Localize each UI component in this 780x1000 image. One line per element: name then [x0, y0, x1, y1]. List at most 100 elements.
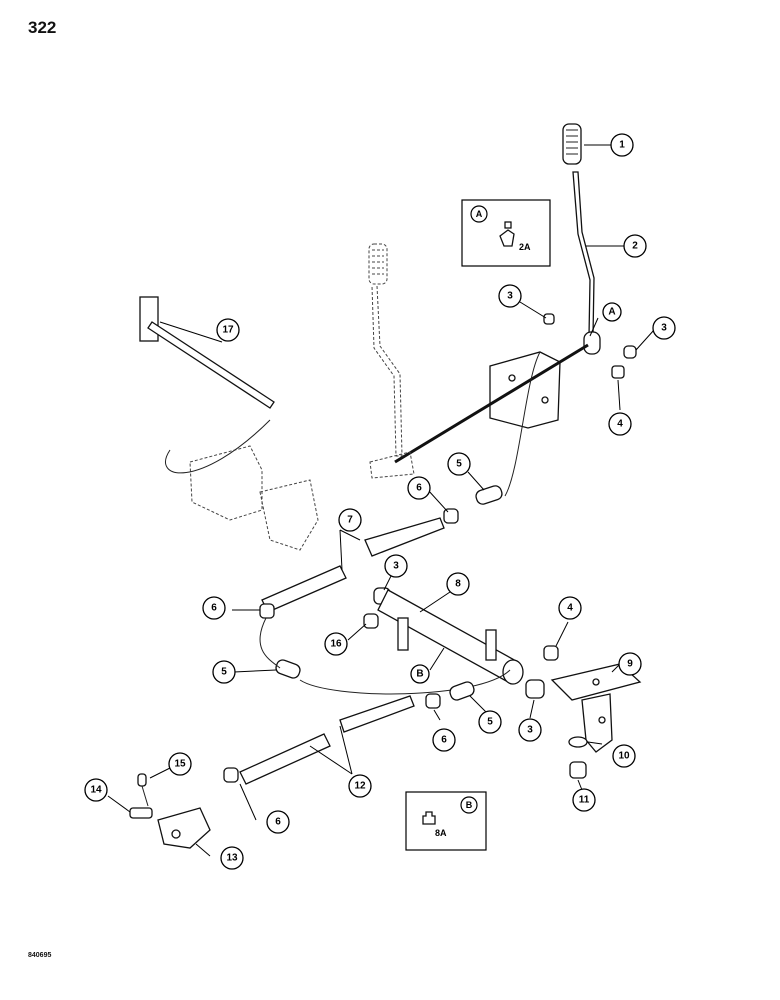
document-code: 840695	[28, 952, 52, 959]
callout-1: 1	[610, 133, 634, 157]
callout-number: 3	[507, 291, 513, 302]
callout-17: 17	[216, 318, 240, 342]
ref-letter-a: A	[602, 302, 622, 322]
callout-6: 6	[407, 476, 431, 500]
nut-16	[363, 613, 379, 629]
callout-number: 16	[330, 639, 342, 650]
callout-5: 5	[212, 660, 236, 684]
nut-6d	[223, 767, 239, 783]
callout-number: 6	[275, 817, 281, 828]
callout-number: 7	[347, 515, 353, 526]
callout-7: 7	[338, 508, 362, 532]
callout-number: 6	[211, 603, 217, 614]
bushing-3b	[623, 345, 637, 359]
callout-15: 15	[168, 752, 192, 776]
lever-bracket	[489, 351, 561, 429]
adjusting-rod-7b	[261, 565, 347, 613]
svg-text:A: A	[608, 307, 615, 318]
callout-number: 3	[661, 323, 667, 334]
inset-b-letter: B	[466, 800, 473, 810]
rod-end-5c	[449, 681, 475, 701]
callout-number: 6	[416, 483, 422, 494]
callout-12: 12	[348, 774, 372, 798]
nut-6c	[425, 693, 441, 709]
callout-number: 14	[90, 785, 102, 796]
inset-b: B 8A	[405, 791, 487, 851]
callout-3: 3	[384, 554, 408, 578]
callout-number: 5	[221, 667, 227, 678]
callout-11: 11	[572, 788, 596, 812]
mount-bracket-right	[259, 479, 319, 551]
cross-shaft	[377, 589, 524, 685]
mount-bracket-left	[189, 445, 263, 521]
bushing-3a	[543, 313, 555, 325]
adjusting-rod-12a	[339, 695, 415, 733]
callout-14: 14	[84, 778, 108, 802]
nut-11	[569, 761, 587, 779]
callout-13: 13	[220, 846, 244, 870]
nut-6b	[259, 603, 275, 619]
callout-8: 8	[446, 572, 470, 596]
support-bracket	[550, 663, 642, 753]
callout-6: 6	[202, 596, 226, 620]
callout-5: 5	[447, 452, 471, 476]
nut-6a	[443, 508, 459, 524]
page-number: 322	[28, 18, 57, 37]
callout-number: 17	[222, 325, 234, 336]
callout-number: 9	[627, 659, 633, 670]
linkage-rod	[394, 343, 589, 464]
callout-6: 6	[432, 728, 456, 752]
rod-end-5b	[275, 659, 301, 679]
callout-number: 3	[527, 725, 533, 736]
grease-fitting-a-icon	[499, 229, 515, 247]
leader-lines	[107, 144, 655, 857]
callout-number: 12	[354, 781, 366, 792]
callout-4: 4	[608, 412, 632, 436]
callout-16: 16	[324, 632, 348, 656]
callout-3: 3	[498, 284, 522, 308]
inset-a-part-label: 2A	[519, 242, 531, 252]
callout-number: 5	[487, 717, 493, 728]
nut-4b	[543, 645, 559, 661]
callout-number: 4	[617, 419, 623, 430]
svg-text:B: B	[416, 669, 423, 680]
callout-number: 15	[174, 759, 186, 770]
handle-grip	[562, 123, 582, 165]
callout-2: 2	[623, 234, 647, 258]
callout-number: 6	[441, 735, 447, 746]
callout-number: 3	[393, 561, 399, 572]
ref-letter-b: B	[410, 664, 430, 684]
adjusting-rod-7a	[364, 517, 445, 557]
callout-number: 11	[579, 795, 590, 806]
callout-number: 13	[226, 853, 238, 864]
adjusting-rod-12b	[239, 733, 331, 785]
grease-fitting-b-icon	[422, 811, 436, 825]
clevis-assembly	[129, 773, 211, 849]
callout-4: 4	[558, 596, 582, 620]
callout-number: 2	[632, 241, 638, 252]
callout-number: 8	[455, 579, 461, 590]
callout-number: 10	[618, 751, 630, 762]
rod-end-5a	[475, 485, 503, 505]
callout-3: 3	[518, 718, 542, 742]
lever-pivot	[583, 331, 601, 355]
callout-5: 5	[478, 710, 502, 734]
inset-b-part-label: 8A	[435, 828, 447, 838]
callout-number: 1	[619, 140, 625, 151]
nut-4a	[611, 365, 625, 379]
callout-9: 9	[618, 652, 642, 676]
callout-number: 5	[456, 459, 462, 470]
inset-a-letter: A	[476, 209, 483, 219]
washer-10	[568, 736, 588, 748]
callout-6: 6	[266, 810, 290, 834]
callout-3: 3	[652, 316, 676, 340]
callout-10: 10	[612, 744, 636, 768]
rod-17	[139, 296, 275, 409]
inset-a: A 2A	[461, 199, 551, 267]
control-lever	[572, 171, 595, 337]
callout-number: 4	[567, 603, 573, 614]
bushing-3d	[525, 679, 545, 699]
alternate-lever	[368, 243, 415, 479]
